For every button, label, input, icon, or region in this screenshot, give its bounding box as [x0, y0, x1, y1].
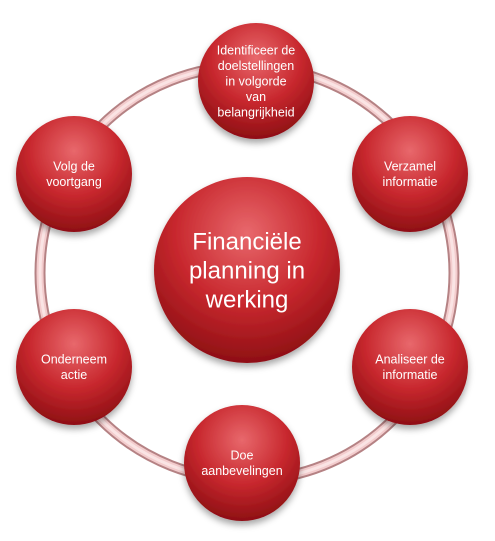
step-make-recommendations-circle: [184, 405, 300, 521]
label-line: Volg de: [53, 160, 95, 174]
label-line: doelstellingen: [218, 59, 294, 73]
label-line: informatie: [383, 368, 438, 382]
step-monitor-progress-circle: [16, 116, 132, 232]
step-take-action-circle: [16, 309, 132, 425]
label-line: van: [246, 90, 266, 104]
label-line: belangrijkheid: [217, 105, 294, 119]
step-identify-goals-circle: [198, 23, 314, 139]
step-gather-information-circle: [352, 116, 468, 232]
label-line: planning in: [189, 257, 305, 284]
step-analyze-information-circle: [352, 309, 468, 425]
label-line: Identificeer de: [217, 43, 296, 57]
label-line: werking: [205, 286, 289, 313]
label-line: aanbevelingen: [201, 464, 282, 478]
label-line: Financiële: [192, 228, 301, 255]
label-line: Analiseer de: [375, 353, 445, 367]
label-line: actie: [61, 368, 87, 382]
label-line: Doe: [231, 449, 254, 463]
label-line: voortgang: [46, 175, 102, 189]
label-line: Verzamel: [384, 160, 436, 174]
label-line: Onderneem: [41, 353, 107, 367]
center-node-circle: [154, 177, 340, 363]
label-line: in volgorde: [225, 74, 286, 88]
label-line: informatie: [383, 175, 438, 189]
